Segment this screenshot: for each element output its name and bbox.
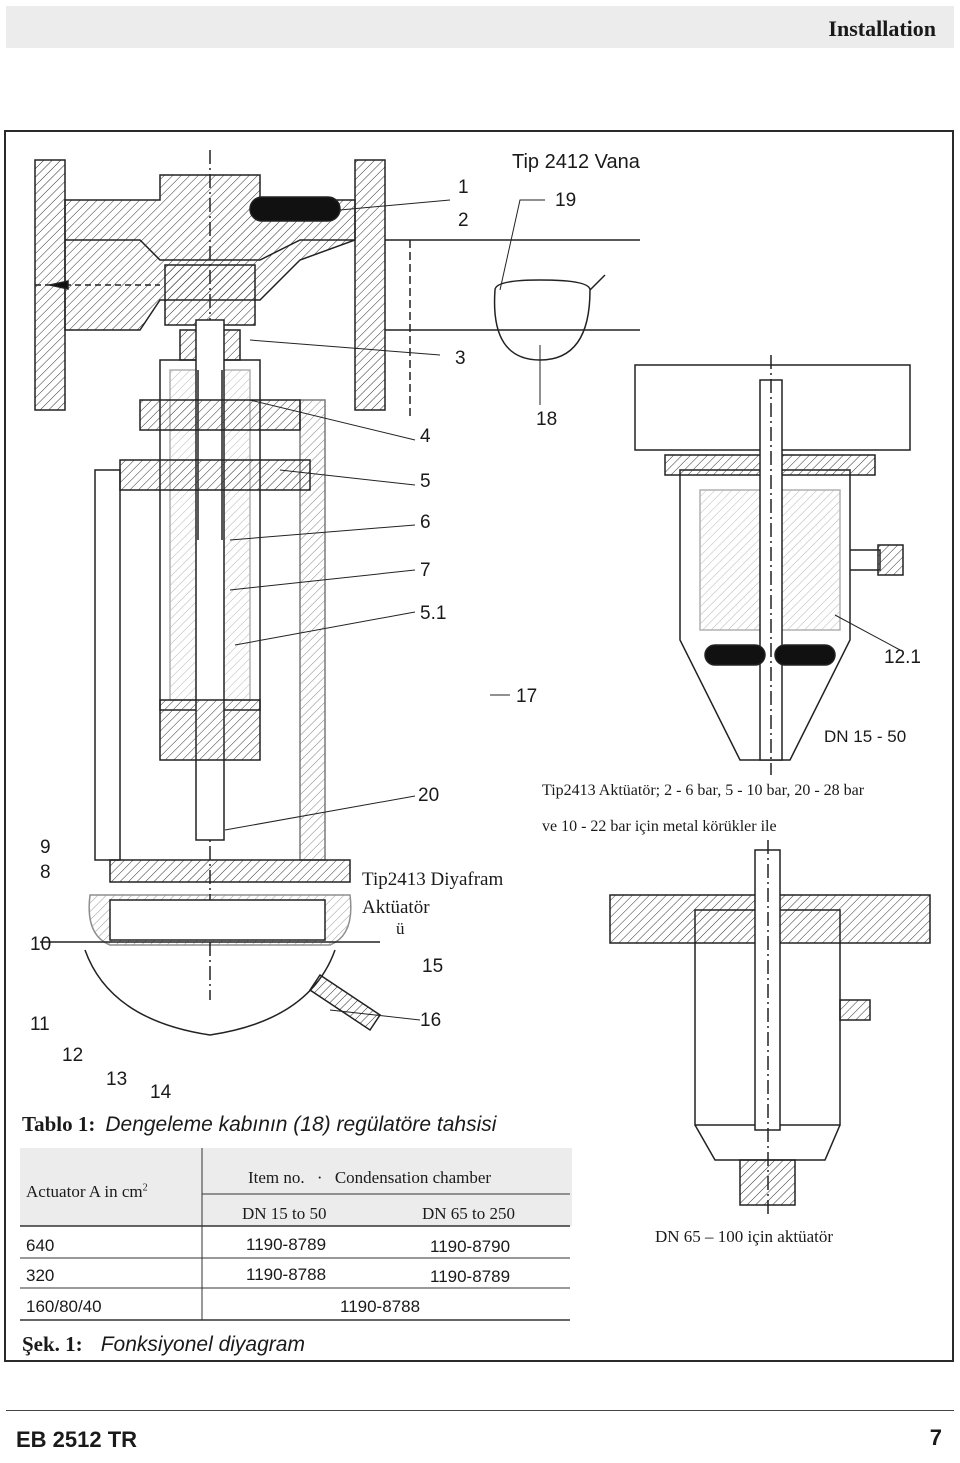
callout-1: 1 — [458, 177, 469, 198]
spring-stack — [94, 399, 351, 883]
row3-merged: 1190-8788 — [340, 1297, 421, 1316]
row2-dn-large: 1190-8789 — [430, 1267, 511, 1286]
header-item-dot: · — [316, 1168, 323, 1187]
callout-20: 20 — [418, 785, 440, 806]
callout-5-1: 5.1 — [420, 603, 447, 624]
header-actuator-sup: 2 — [142, 1182, 148, 1194]
row1-dn-small: 1190-8789 — [246, 1235, 327, 1254]
row1-dn-large: 1190-8790 — [430, 1237, 511, 1256]
valve-type-label: Tip 2412 Vana — [512, 151, 640, 173]
callout-8: 8 — [40, 862, 51, 883]
callout-15: 15 — [422, 956, 444, 977]
section-title: Installation — [828, 16, 936, 41]
header-chamber-text: Condensation chamber — [334, 1168, 492, 1187]
valve-body — [34, 150, 386, 1000]
callout-14: 14 — [150, 1082, 172, 1103]
row1-actuator: 640 — [26, 1236, 55, 1255]
table-caption-text: Dengeleme kabının (18) regülatöre tahsis… — [105, 1113, 497, 1136]
callout-2: 2 — [458, 210, 469, 231]
diaphragm-actuator — [40, 894, 382, 1036]
header-item-text: Item no. — [248, 1168, 305, 1187]
figure-frame — [4, 130, 954, 1362]
bellows-section — [119, 319, 311, 841]
callout-5: 5 — [420, 471, 431, 492]
diaphragm-label-3: ü — [396, 919, 405, 938]
header-actuator-text: Actuator A in cm — [26, 1182, 143, 1201]
metal-bellows-actuator-large — [609, 840, 931, 1215]
dn-large-caption: DN 65 – 100 için aktüatör — [655, 1227, 833, 1246]
page-number: 7 — [929, 1425, 942, 1450]
callout-19: 19 — [555, 190, 577, 211]
actuator-note-line1-a: Tip2413 Aktüatör; 2 - — [542, 782, 682, 799]
callout-9: 9 — [40, 837, 51, 858]
subheader-dn-large: DN 65 to 250 — [422, 1204, 516, 1223]
callout-12: 12 — [62, 1045, 84, 1066]
figure-caption-tag: Şek. 1: — [22, 1332, 83, 1356]
diaphragm-label-1: Tip2413 Diyafram — [362, 869, 504, 890]
callout-12-1: 12.1 — [884, 647, 921, 668]
callout-7: 7 — [420, 560, 431, 581]
document-number: EB 2512 TR — [16, 1427, 138, 1452]
actuator-note-line2: ve 10 - 22 bar için metal körükler ile — [542, 818, 777, 835]
figure-caption: Şek. 1: Fonksiyonel diyagram — [22, 1332, 305, 1357]
diaphragm-label-2: Aktüatör — [362, 897, 430, 918]
table-caption-tag: Tablo 1: — [22, 1112, 96, 1136]
callout-10: 10 — [30, 934, 52, 955]
header-actuator: Actuator A in cm2 — [26, 1182, 148, 1202]
callout-3: 3 — [455, 348, 466, 369]
callout-4: 4 — [420, 426, 431, 447]
header-item-no: Item no. · Condensation chamber — [248, 1168, 491, 1188]
callout-16: 16 — [420, 1010, 442, 1031]
table-caption: Tablo 1: Dengeleme kabının (18) regülatör… — [22, 1112, 496, 1137]
actuator-note-line1: Tip2413 Aktüatör; 2 - 6 bar, 5 - 10 bar,… — [542, 783, 864, 799]
row3-actuator: 160/80/40 — [26, 1297, 102, 1316]
metal-bellows-actuator-small — [634, 355, 911, 775]
condensation-chamber-18 — [385, 239, 640, 420]
table-grid — [20, 1148, 572, 1321]
figure-caption-text: Fonksiyonel diyagram — [100, 1333, 305, 1356]
subheader-dn-small: DN 15 to 50 — [242, 1204, 327, 1223]
page-header: Installation — [6, 6, 954, 48]
actuator-note-line1-b: 6 bar, 5 - 10 bar, 20 - 28 bar — [681, 782, 865, 799]
callout-17: 17 — [516, 686, 538, 707]
callout-11: 11 — [30, 1014, 50, 1035]
callout-6: 6 — [420, 512, 431, 533]
row2-dn-small: 1190-8788 — [246, 1265, 327, 1284]
row2-actuator: 320 — [26, 1266, 55, 1285]
leader-lines — [224, 199, 901, 1021]
dn-small-label: DN 15 - 50 — [824, 727, 907, 746]
page-footer: EB 2512 TR 7 — [6, 1410, 954, 1462]
callout-13: 13 — [106, 1069, 128, 1090]
callout-18: 18 — [536, 409, 558, 430]
